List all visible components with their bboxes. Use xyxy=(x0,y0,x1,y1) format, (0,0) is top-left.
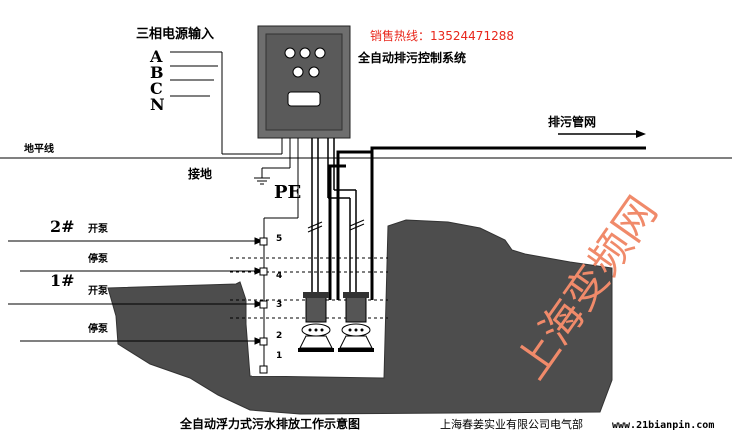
website-url: www.21bianpin.com xyxy=(612,419,714,431)
float-level-2: 2 xyxy=(276,331,282,341)
float-switch-icon xyxy=(259,267,268,276)
diagram-caption: 全自动浮力式污水排放工作示意图 xyxy=(179,416,360,431)
float-level-3: 3 xyxy=(276,300,282,310)
float-switch-icon xyxy=(259,337,268,346)
display-window xyxy=(287,91,321,107)
float-switch-icon xyxy=(259,365,268,374)
phase-b-label: B xyxy=(150,63,164,82)
cable-clamps xyxy=(307,219,365,233)
phase-n-label: N xyxy=(150,95,165,114)
pump-group-2-name: 2# xyxy=(50,217,75,236)
pump-2 xyxy=(338,292,374,352)
float-level-5: 5 xyxy=(276,234,282,244)
discharge-pipe-label: 排污管网 xyxy=(548,114,596,129)
company-name: 上海春姜实业有限公司电气部 xyxy=(440,417,583,431)
phase-c-label: C xyxy=(150,79,163,98)
discharge-pipes xyxy=(328,146,646,300)
indicator-light-icon xyxy=(308,66,320,78)
sewage-pit xyxy=(107,219,613,415)
pump-group-1-name: 1# xyxy=(50,271,75,290)
pe-label: PE xyxy=(274,182,301,203)
discharge-arrow-icon xyxy=(558,130,646,138)
float-switches xyxy=(259,237,268,374)
indicator-light-icon xyxy=(314,47,326,59)
pump-group-2-start: 开泵 xyxy=(88,223,109,235)
control-signal-lines xyxy=(8,237,264,345)
float-switch-icon xyxy=(259,237,268,246)
float-switch-icon xyxy=(259,300,268,309)
float-level-4: 4 xyxy=(276,271,282,281)
indicator-light-icon xyxy=(299,47,311,59)
pump-group-1-stop: 停泵 xyxy=(88,322,109,335)
indicator-light-icon xyxy=(292,66,304,78)
ground-level-label: 地平线 xyxy=(24,142,54,155)
power-input-title: 三相电源输入 xyxy=(136,26,214,42)
sales-hotline: 销售热线：13524471288 xyxy=(370,28,514,43)
indicator-light-icon xyxy=(284,47,296,59)
float-level-1: 1 xyxy=(276,351,282,361)
pump-cables xyxy=(311,138,357,294)
control-panel xyxy=(257,25,351,139)
pump-group-2-stop: 停泵 xyxy=(88,252,109,265)
pump-group-1-start: 开泵 xyxy=(88,285,109,297)
power-input-wires xyxy=(170,51,283,155)
pump-1 xyxy=(298,292,334,352)
grounding-label: 接地 xyxy=(188,166,212,181)
grounding-wire xyxy=(254,138,291,185)
control-system-label: 全自动排污控制系统 xyxy=(357,50,466,65)
phase-a-label: A xyxy=(149,47,163,66)
